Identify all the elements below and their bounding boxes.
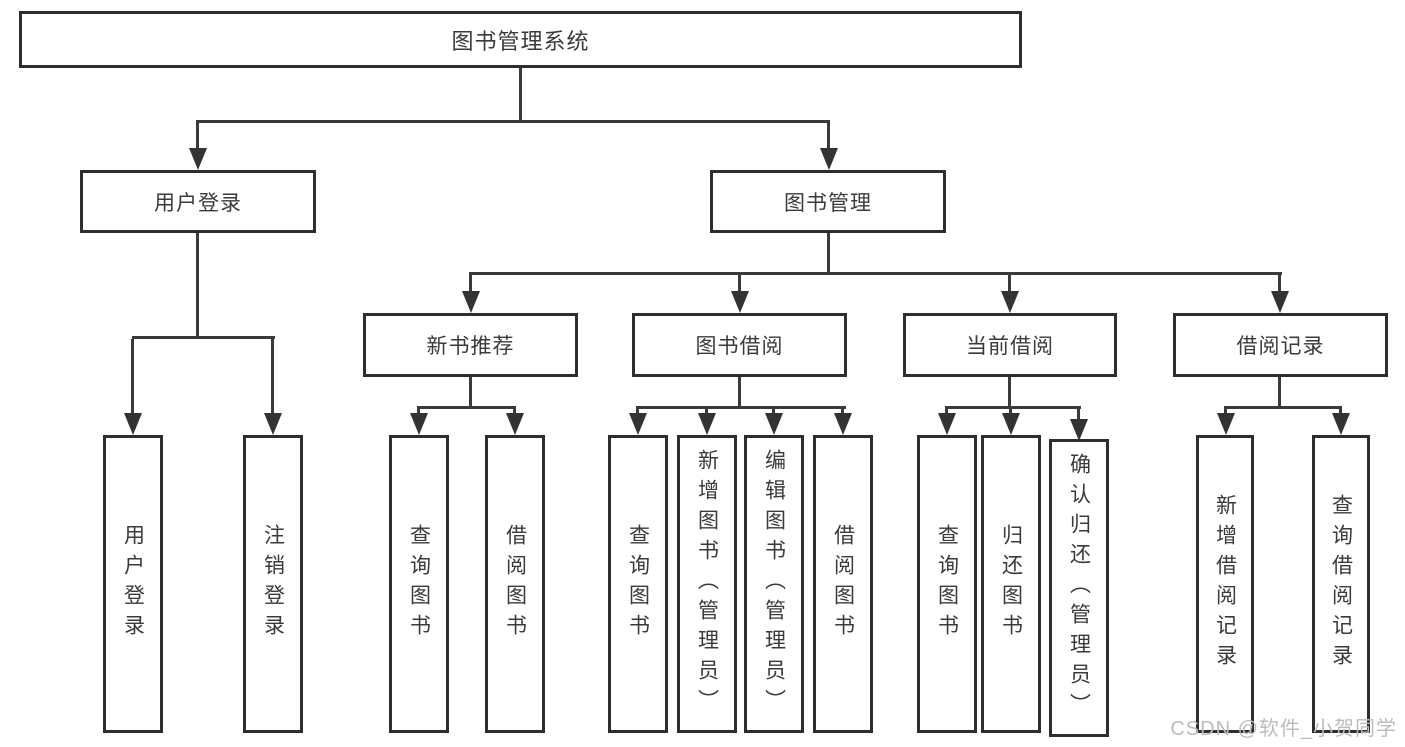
leaf-borrow-books: 借阅图书 <box>813 435 873 733</box>
arrowhead-down-icon <box>124 413 142 435</box>
connector-line <box>1339 409 1342 415</box>
arrowhead-down-icon <box>629 413 647 435</box>
arrowhead-down-icon <box>462 291 480 313</box>
leaf-add-book-admin: 新增图书（管理员） <box>677 435 737 733</box>
connector-line <box>469 377 472 406</box>
arrowhead-down-icon <box>834 413 852 435</box>
connector-line <box>772 409 775 415</box>
connector-line <box>636 406 846 409</box>
leaf-confirm-return-admin: 确认归还（管理员） <box>1049 439 1109 737</box>
node-label: 图书借阅 <box>695 335 784 358</box>
leaf-query-books-borrowing: 查询图书 <box>608 435 668 733</box>
arrowhead-down-icon <box>731 291 749 313</box>
arrowhead-down-icon <box>410 413 428 435</box>
connector-line <box>131 339 134 415</box>
connector-line <box>196 123 199 150</box>
leaf-label: 查询图书 <box>935 524 959 644</box>
arrowhead-down-icon <box>1002 413 1020 435</box>
connector-line <box>513 409 516 415</box>
arrowhead-down-icon <box>189 148 207 170</box>
leaf-label: 新增图书（管理员） <box>695 449 719 719</box>
connector-line <box>196 120 830 123</box>
leaf-label: 用户登录 <box>121 524 145 644</box>
leaf-label: 查询借阅记录 <box>1329 494 1353 674</box>
leaf-label: 确认归还（管理员） <box>1067 453 1091 723</box>
connector-line <box>1077 409 1080 419</box>
node-book-borrowing: 图书借阅 <box>632 313 847 377</box>
connector-line <box>469 272 1282 275</box>
connector-line <box>1008 377 1011 406</box>
arrowhead-down-icon <box>820 148 838 170</box>
node-library-system: 图书管理系统 <box>19 11 1022 68</box>
leaf-query-books-current: 查询图书 <box>917 435 977 733</box>
connector-line <box>738 275 741 293</box>
watermark: CSDN @软件_小贺同学 <box>1170 718 1397 740</box>
leaf-label: 新增借阅记录 <box>1213 494 1237 674</box>
arrowhead-down-icon <box>938 413 956 435</box>
leaf-edit-book-admin: 编辑图书（管理员） <box>744 435 804 733</box>
node-label: 借阅记录 <box>1236 335 1325 358</box>
arrowhead-down-icon <box>1217 413 1235 435</box>
leaf-label: 查询图书 <box>626 524 650 644</box>
connector-line <box>1008 275 1011 293</box>
leaf-query-books-recommend: 查询图书 <box>389 435 449 733</box>
arrowhead-down-icon <box>1001 291 1019 313</box>
node-label: 图书管理 <box>784 191 872 215</box>
node-label: 用户登录 <box>154 191 242 215</box>
leaf-logout: 注销登录 <box>243 435 303 733</box>
connector-line <box>1278 377 1281 406</box>
leaf-return-books: 归还图书 <box>981 435 1041 733</box>
node-current-borrowing: 当前借阅 <box>903 313 1117 377</box>
leaf-borrow-books-recommend: 借阅图书 <box>485 435 545 733</box>
connector-line <box>945 409 948 415</box>
connector-line <box>1224 409 1227 415</box>
connector-line <box>469 275 472 293</box>
connector-line <box>636 409 639 415</box>
node-new-book-recommend: 新书推荐 <box>363 313 578 377</box>
arrowhead-down-icon <box>765 413 783 435</box>
connector-line <box>132 336 275 339</box>
leaf-label: 注销登录 <box>261 524 285 644</box>
connector-line <box>945 406 1081 409</box>
connector-line <box>705 409 708 415</box>
connector-line <box>841 409 844 415</box>
connector-line <box>827 123 830 150</box>
connector-line <box>1278 275 1281 293</box>
arrowhead-down-icon <box>1332 413 1350 435</box>
leaf-query-borrow-record: 查询借阅记录 <box>1312 435 1370 733</box>
node-label: 当前借阅 <box>966 335 1054 358</box>
connector-line <box>417 406 516 409</box>
leaf-add-borrow-record: 新增借阅记录 <box>1196 435 1254 733</box>
connector-line <box>738 377 741 406</box>
leaf-label: 查询图书 <box>407 524 431 644</box>
leaf-label: 归还图书 <box>999 524 1023 644</box>
arrowhead-down-icon <box>698 413 716 435</box>
connector-line <box>1009 409 1012 415</box>
arrowhead-down-icon <box>506 413 524 435</box>
connector-line <box>827 233 830 275</box>
connector-line <box>519 68 522 123</box>
leaf-user-login: 用户登录 <box>103 435 163 733</box>
node-user-login: 用户登录 <box>80 170 316 233</box>
node-label: 新书推荐 <box>426 335 515 358</box>
node-book-management: 图书管理 <box>710 170 946 233</box>
leaf-label: 借阅图书 <box>831 524 855 644</box>
leaf-label: 借阅图书 <box>503 524 527 644</box>
arrowhead-down-icon <box>264 413 282 435</box>
connector-line <box>196 233 199 339</box>
leaf-label: 编辑图书（管理员） <box>762 449 786 719</box>
arrowhead-down-icon <box>1271 291 1289 313</box>
node-label: 图书管理系统 <box>451 28 590 54</box>
connector-line <box>271 339 274 415</box>
node-borrowing-records: 借阅记录 <box>1173 313 1388 377</box>
connector-line <box>1224 406 1342 409</box>
connector-line <box>417 409 420 415</box>
arrowhead-down-icon <box>1070 419 1088 441</box>
